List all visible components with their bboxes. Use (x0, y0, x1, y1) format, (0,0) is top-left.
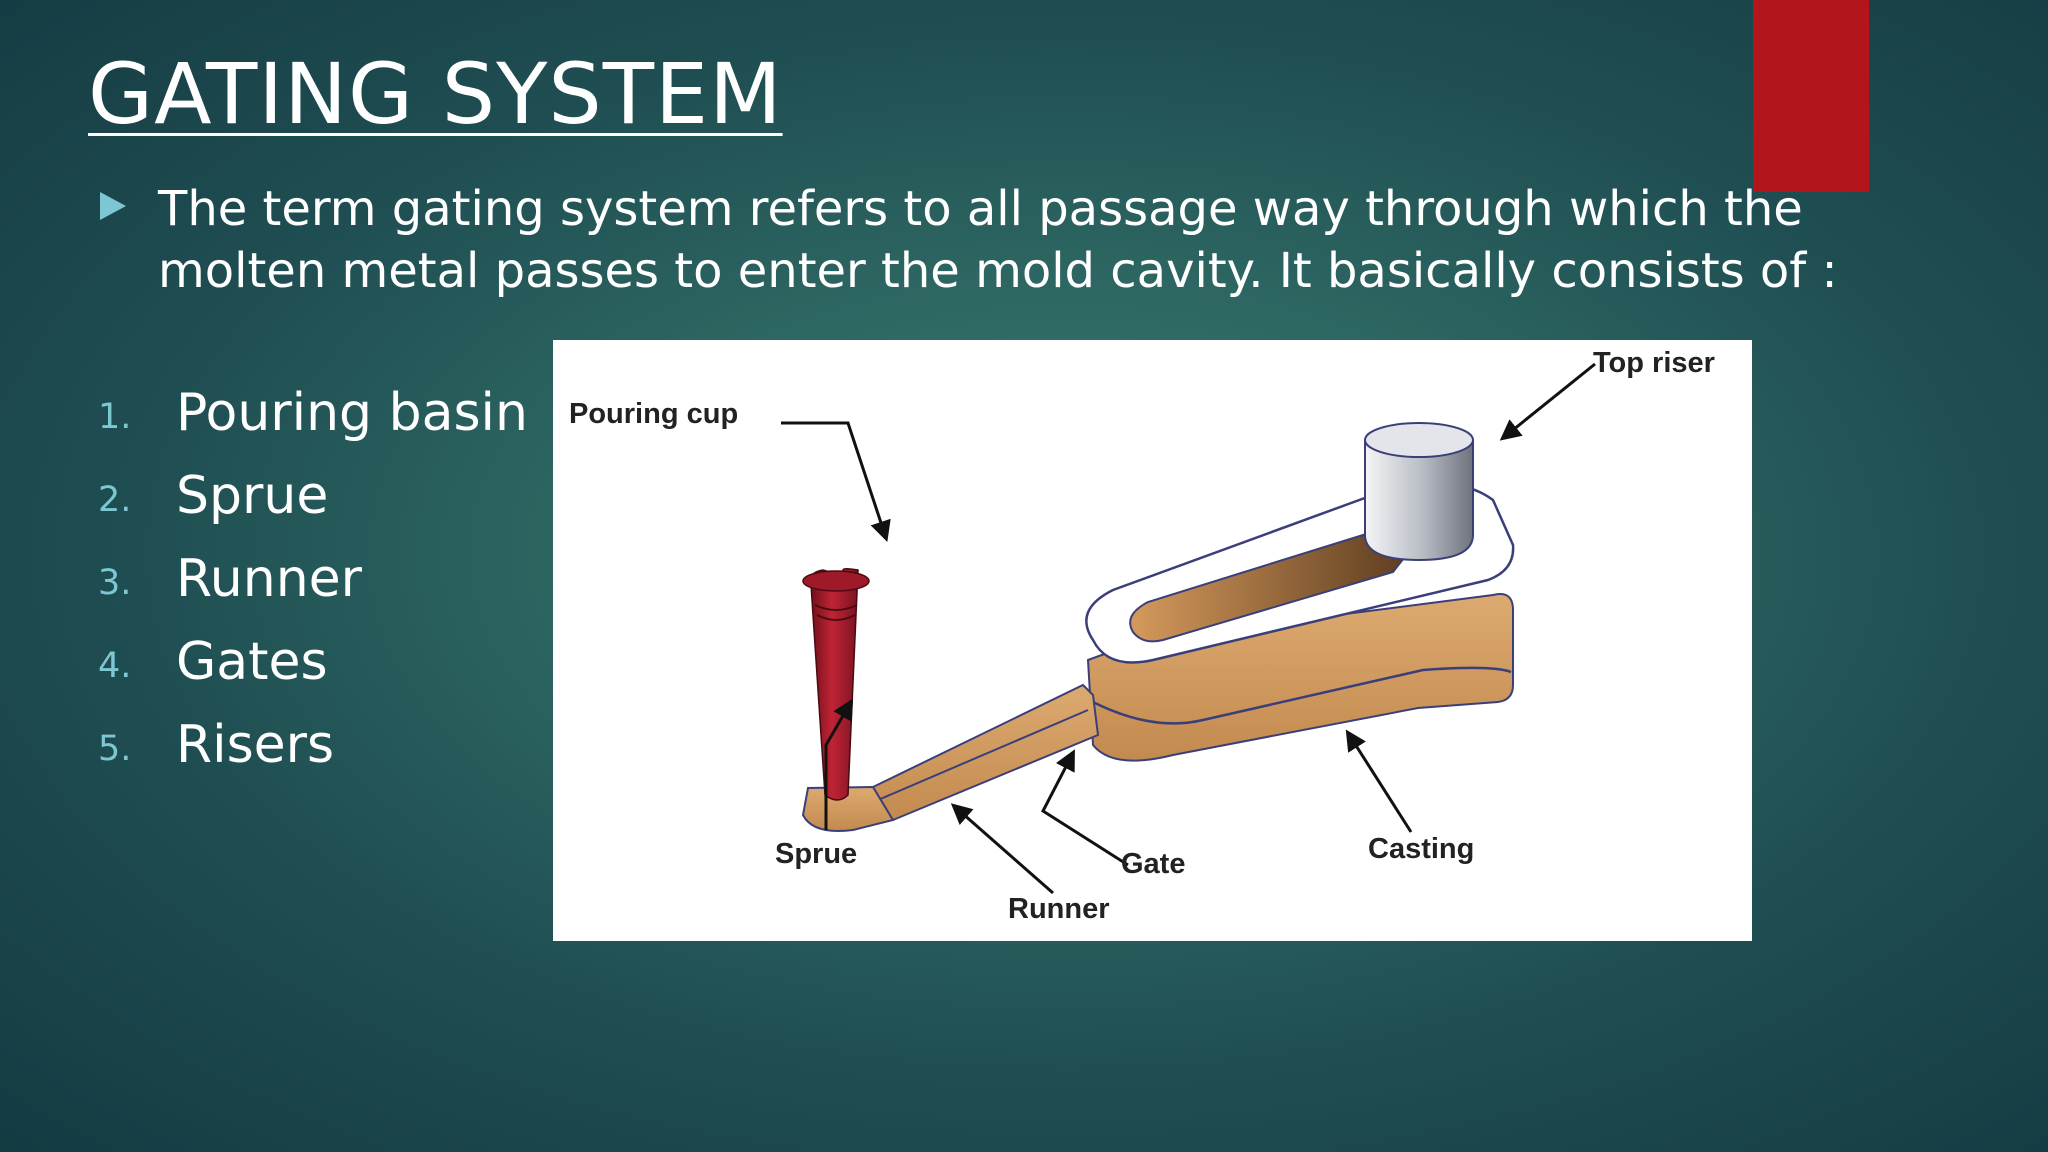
top-riser-shape (1364, 422, 1474, 562)
triangle-bullet-icon (100, 192, 126, 220)
list-number: 3. (98, 563, 132, 603)
diagram-canvas: Pouring cup Top riser Sprue Runner Gate … (569, 347, 1715, 925)
sprue-shape (802, 568, 870, 801)
list-number: 4. (98, 646, 132, 686)
accent-bar (1753, 0, 1869, 192)
list-label: Pouring basin (176, 383, 528, 443)
label-runner: Runner (1008, 893, 1110, 925)
list-number: 2. (98, 480, 132, 520)
label-casting: Casting (1368, 833, 1474, 865)
label-sprue: Sprue (775, 838, 857, 870)
list-number: 5. (98, 729, 132, 769)
list-label: Gates (176, 632, 328, 692)
list-label: Sprue (176, 466, 329, 526)
intro-text: The term gating system refers to all pas… (158, 181, 1838, 299)
gating-system-diagram: Pouring cup Top riser Sprue Runner Gate … (553, 340, 1752, 941)
slide-title: GATING SYSTEM (88, 45, 783, 143)
label-pouring-cup: Pouring cup (569, 398, 738, 430)
label-gate: Gate (1121, 848, 1185, 880)
label-top-riser: Top riser (1593, 347, 1715, 379)
leader-arrows (781, 362, 1596, 895)
list-label: Risers (176, 715, 335, 775)
list-label: Runner (176, 549, 363, 609)
list-number: 1. (98, 397, 132, 437)
